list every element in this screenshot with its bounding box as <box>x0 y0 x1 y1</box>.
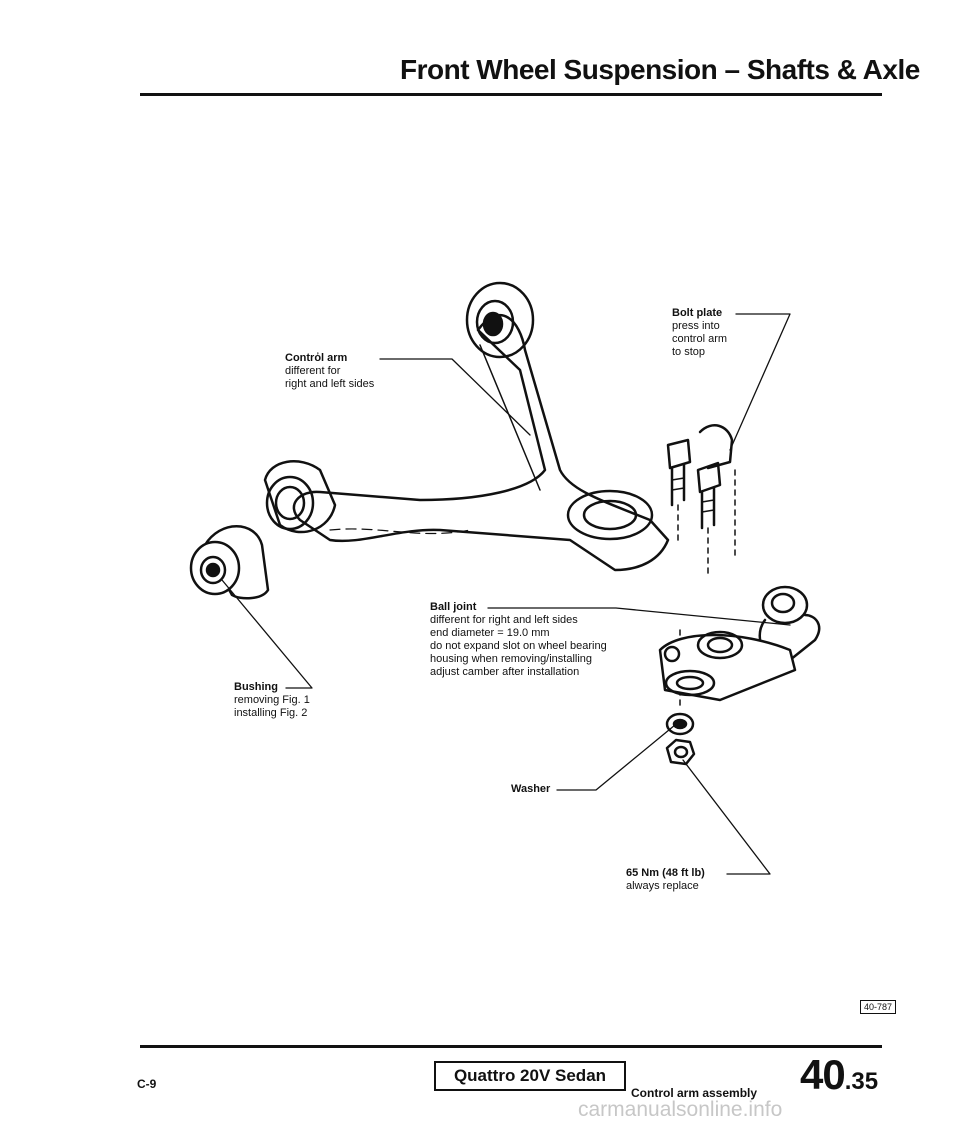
footer-rule <box>140 1045 882 1048</box>
bushing-callout-title: Bushing <box>234 681 278 693</box>
watermark: carmanualsonline.info <box>578 1098 783 1121</box>
ball-joint-callout-line: adjust camber after installation <box>430 666 580 678</box>
ball-joint-callout: Ball joint different for right and left … <box>430 601 607 679</box>
footer-caption: Control arm assembly <box>631 1086 758 1100</box>
section-minor: .35 <box>844 1068 879 1095</box>
model-label: Quattro 20V Sedan <box>434 1061 626 1091</box>
ball-joint-callout-line: different for right and left sides <box>430 614 578 626</box>
front-bushing-eye <box>263 460 337 534</box>
page-number: C-9 <box>137 1077 157 1091</box>
control-arm-callout-line: different for <box>285 365 341 377</box>
bushing-callout-line: installing Fig. 2 <box>234 707 308 719</box>
bolt-plate-callout-line: control arm <box>672 333 728 345</box>
header-rule <box>140 93 882 96</box>
bushing-callout-line: removing Fig. 1 <box>234 694 310 706</box>
bolt-plate-bolts <box>666 424 734 530</box>
bolt-plate-callout-line: to stop <box>672 346 706 358</box>
ball-joint-callout-line: housing when removing/installing <box>430 653 593 665</box>
control-arm-shape <box>292 314 670 572</box>
nut-callout-title: 65 Nm (48 ft lb) <box>626 867 705 879</box>
nut-callout-line: always replace <box>626 880 699 892</box>
upper-bushing-eye <box>465 281 535 359</box>
page-title: Front Wheel Suspension – Shafts & Axle <box>400 54 920 85</box>
nut-callout: 65 Nm (48 ft lb) always replace <box>626 867 705 893</box>
control-arm-callout: Contrὀl arm different for right and left… <box>285 352 374 391</box>
section-number: 40.35 <box>800 1051 878 1099</box>
ball-joint-seat <box>566 489 654 541</box>
control-arm-callout-line: right and left sides <box>285 378 375 390</box>
bolt-plate-callout-line: press into <box>672 320 720 332</box>
washer-part <box>665 712 695 736</box>
leader-lines <box>221 313 791 875</box>
bushing-callout: Bushing removing Fig. 1 installing Fig. … <box>234 681 310 720</box>
washer-callout-title: Washer <box>511 783 551 795</box>
ball-joint-callout-line: end diameter = 19.0 mm <box>430 627 550 639</box>
bolt-plate-callout: Bolt plate press into control arm to sto… <box>672 307 727 359</box>
nut-part <box>665 738 696 766</box>
bushing-part <box>189 525 270 600</box>
ball-joint-callout-line: do not expand slot on wheel bearing <box>430 640 607 652</box>
ball-joint-part <box>658 585 821 702</box>
washer-callout: Washer <box>511 783 550 796</box>
bolt-plate-callout-title: Bolt plate <box>672 307 723 319</box>
figure-reference: 40-787 <box>860 1000 897 1014</box>
ball-joint-callout-title: Ball joint <box>430 601 477 613</box>
control-arm-callout-title: Contrὀl arm <box>285 352 348 364</box>
section-major: 40 <box>800 1051 846 1098</box>
